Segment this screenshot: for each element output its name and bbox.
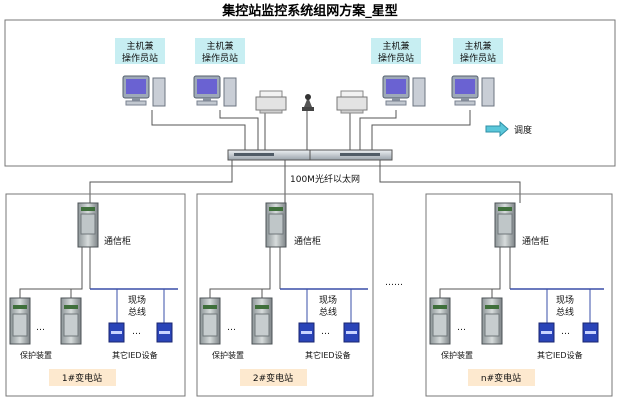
ellipsis-text: … <box>132 327 141 337</box>
ellipsis-text: … <box>227 323 236 333</box>
ied-label: 其它IED设备 <box>537 350 583 360</box>
workstation-label-line1: 主机兼 <box>206 40 233 52</box>
station: 通信柜 … 现场 总线 … <box>199 202 368 386</box>
network-label: 100M光纤以太网 <box>290 173 360 185</box>
ellipsis-text: … <box>36 323 45 333</box>
control-center-frame <box>4 19 616 167</box>
station-name: n#变电站 <box>481 372 521 384</box>
protection-label: 保护装置 <box>212 350 244 360</box>
ellipsis-text: …… <box>385 278 403 288</box>
station: 通信柜 … 现场 总线 … <box>429 202 604 386</box>
computer-icon <box>193 75 237 107</box>
network-switch-icon <box>309 149 393 161</box>
station-links <box>439 247 511 298</box>
dispatch-arrow-icon <box>485 120 509 138</box>
computer-icon <box>122 75 166 107</box>
workstation-label-line2: 操作员站 <box>122 52 158 64</box>
field-bus-label-line1: 现场 <box>319 295 337 306</box>
computer-icon <box>382 75 426 107</box>
ied-device-icon <box>538 322 555 343</box>
station-name: 2#变电站 <box>253 372 293 384</box>
protection-device-icon <box>481 297 503 345</box>
computer-icon <box>451 75 495 107</box>
station-name-box <box>49 369 116 386</box>
ellipsis-text: … <box>321 327 330 337</box>
station-links <box>19 247 91 298</box>
field-bus-label-line1: 现场 <box>556 295 574 306</box>
cabinet-icon <box>265 202 287 248</box>
station-name-box <box>468 369 535 386</box>
cabinet-label: 通信柜 <box>522 235 549 247</box>
cabinet-icon <box>77 202 99 248</box>
station-frame <box>196 193 374 397</box>
ied-device-icon <box>582 322 599 343</box>
protection-label: 保护装置 <box>20 350 52 360</box>
workstation-label: 主机兼 操作员站 <box>195 38 245 64</box>
workstation-label: 主机兼 操作员站 <box>371 38 421 64</box>
workstation-label: 主机兼 操作员站 <box>453 38 503 64</box>
station-name: 1#变电站 <box>62 372 102 384</box>
field-bus-label-line2: 总线 <box>556 306 574 318</box>
protection-device-icon <box>199 297 221 345</box>
field-bus-label-line2: 总线 <box>128 306 146 318</box>
field-bus-label-line2: 总线 <box>319 306 337 318</box>
ied-device-icon <box>156 322 173 343</box>
cabinet-label: 通信柜 <box>294 235 321 247</box>
workstation-label-line1: 主机兼 <box>464 40 491 52</box>
ied-device-icon <box>108 322 125 343</box>
protection-device-icon <box>9 297 31 345</box>
page-title: 集控站监控系统组网方案_星型 <box>221 3 398 19</box>
station-links <box>209 247 281 298</box>
uplink-cables <box>89 108 521 203</box>
cabinet-label: 通信柜 <box>104 235 131 247</box>
protection-label: 保护装置 <box>441 350 473 360</box>
dispatch-label: 调度 <box>514 124 532 136</box>
protection-device-icon <box>429 297 451 345</box>
station-frame <box>5 193 186 397</box>
ellipsis-text: … <box>457 323 466 333</box>
ied-label: 其它IED设备 <box>112 350 158 360</box>
printer-icon <box>255 90 287 114</box>
cabinet-icon <box>494 202 516 248</box>
protection-device-icon <box>251 297 273 345</box>
ied-device-icon <box>343 322 360 343</box>
network-switch-icon <box>227 149 311 161</box>
gps-clock-icon <box>302 94 314 111</box>
workstation-label-line1: 主机兼 <box>126 40 153 52</box>
bus-drops <box>546 289 591 323</box>
ied-device-icon <box>298 322 315 343</box>
workstation-label-line2: 操作员站 <box>378 52 414 64</box>
station-frame <box>425 193 613 397</box>
workstation-label-line1: 主机兼 <box>382 40 409 52</box>
bus-drops <box>306 289 352 323</box>
station: 通信柜 … 现场 总线 … <box>9 202 178 386</box>
station-name-box <box>240 369 307 386</box>
protection-device-icon <box>60 297 82 345</box>
workstation-label: 主机兼 操作员站 <box>115 38 165 64</box>
bus-drops <box>116 289 165 323</box>
workstation-label-line2: 操作员站 <box>460 52 496 64</box>
field-bus-label-line1: 现场 <box>128 295 146 306</box>
workstation-label-line2: 操作员站 <box>202 52 238 64</box>
printer-icon <box>336 90 368 114</box>
ied-label: 其它IED设备 <box>305 350 351 360</box>
ellipsis-text: … <box>561 327 570 337</box>
